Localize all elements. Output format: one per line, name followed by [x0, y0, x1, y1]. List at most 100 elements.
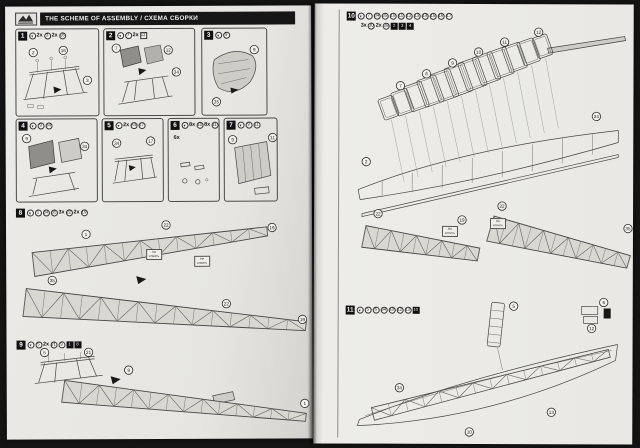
step-number-3: 3 [204, 30, 214, 40]
quantity-label: 8x [204, 121, 211, 128]
subassembly-ref: 3 [398, 22, 406, 30]
page-left: THE SCHEME OF ASSEMBLY / СХЕМА СБОРКИ 1 … [5, 5, 313, 440]
svg-text:3: 3 [86, 78, 89, 83]
svg-text:8: 8 [425, 72, 428, 77]
part-number-circle: 16 [58, 32, 66, 40]
glue-icon [115, 122, 123, 130]
quantity-label: 2x [43, 341, 50, 348]
brand-logo [15, 12, 38, 26]
part-number-circle: 9 [58, 341, 66, 349]
svg-text:9: 9 [25, 136, 28, 141]
quantity-label: 2x [36, 32, 43, 39]
page-header: THE SCHEME OF ASSEMBLY / СХЕМА СБОРКИ [15, 11, 296, 26]
part-number-circle: 34 [380, 306, 388, 314]
svg-text:22: 22 [375, 211, 381, 216]
glue-icon [27, 341, 35, 349]
step-number-10: 10 [346, 11, 356, 21]
glue-icon [181, 121, 189, 129]
glue-icon [26, 209, 34, 217]
part-number-circle: 35 [50, 209, 58, 217]
svg-text:7: 7 [399, 83, 402, 88]
quantity-label: 2x [132, 31, 139, 38]
svg-text:2: 2 [32, 50, 35, 55]
step-number-1: 1 [18, 31, 28, 41]
svg-text:5: 5 [43, 350, 46, 355]
glue-icon [237, 121, 245, 129]
part-number-circle: 3 [43, 32, 51, 40]
page-title: THE SCHEME OF ASSEMBLY / СХЕМА СБОРКИ [40, 11, 296, 26]
part-number-circle: 17 [445, 12, 453, 20]
svg-text:9: 9 [127, 368, 130, 373]
svg-text:12: 12 [536, 30, 542, 35]
svg-text:9: 9 [253, 47, 256, 52]
step-1-drawing: 2 16 3 [23, 45, 92, 109]
part-number-circle: 10 [196, 121, 204, 129]
quantity-label: 2x [51, 32, 58, 39]
svg-text:2: 2 [365, 159, 368, 164]
svg-text:9: 9 [231, 137, 234, 142]
part-number-circle: 34 [45, 122, 53, 130]
svg-text:5: 5 [512, 304, 515, 309]
part-number-circle: 14 [421, 12, 429, 20]
part-number-circle: 16 [437, 12, 445, 20]
svg-text:16: 16 [61, 48, 67, 53]
part-number-circle: 19 [80, 209, 88, 217]
subassembly-ref: 1 [66, 341, 74, 349]
glue-icon [28, 32, 36, 40]
svg-text:10: 10 [476, 50, 482, 55]
svg-text:35: 35 [625, 226, 631, 231]
glue-icon [214, 31, 222, 39]
quantity-label: 3x [360, 22, 367, 29]
svg-text:12: 12 [589, 326, 595, 331]
part-number-circle: 34 [373, 12, 381, 20]
svg-text:35: 35 [50, 278, 56, 283]
part-number-circle: 5 [35, 341, 43, 349]
step-6-drawing [180, 161, 209, 185]
svg-text:34: 34 [594, 114, 600, 119]
svg-text:11: 11 [270, 135, 275, 140]
part-number-circle: 9 [245, 121, 253, 129]
glue-icon [357, 12, 365, 20]
subassembly-ref: 4 [406, 22, 414, 30]
glue-icon [116, 32, 124, 40]
part-number-circle: 9 [222, 31, 230, 39]
part-number-circle: 34 [130, 122, 138, 130]
svg-text:22: 22 [224, 301, 230, 306]
part-number-circle: 34 [42, 209, 50, 217]
svg-text:13: 13 [549, 410, 555, 415]
subassembly-ref: 8 [74, 341, 82, 349]
svg-text:35: 35 [214, 99, 220, 104]
svg-text:19: 19 [300, 317, 306, 322]
step-number-6: 6 [170, 120, 180, 130]
svg-text:34: 34 [397, 385, 403, 390]
part-number-circle: 6 [372, 306, 380, 314]
step-3-drawing: 9 35 [211, 44, 259, 107]
part-number-circle: 9 [37, 122, 45, 130]
part-number-circle: 7 [124, 32, 132, 40]
part-number-circle: 28 [382, 22, 390, 30]
part-number-circle: 12 [405, 12, 413, 20]
part-number-circle: 12 [396, 306, 404, 314]
part-number-circle: 17 [138, 122, 146, 130]
svg-text:1: 1 [85, 232, 88, 237]
part-number-circle: 11 [253, 121, 261, 129]
